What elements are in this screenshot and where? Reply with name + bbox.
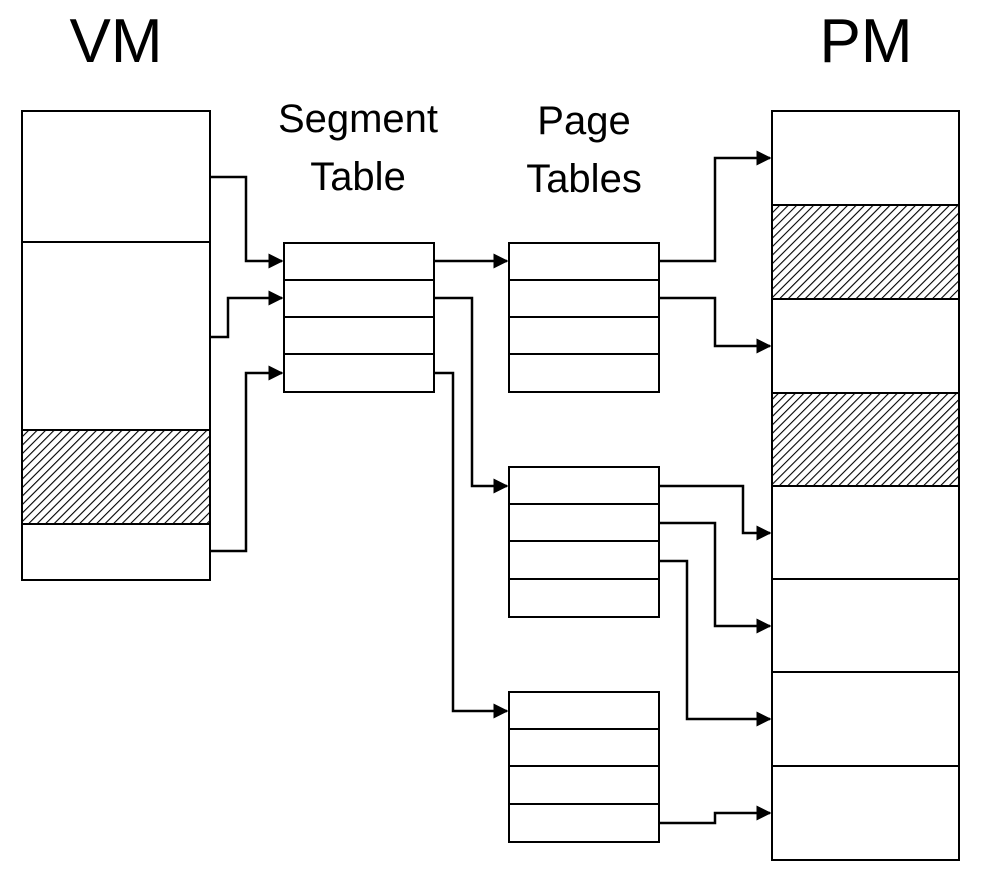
segment-table-title-line-2: Table bbox=[310, 155, 406, 199]
arrow-segment-entry-2-to-page-table-2 bbox=[434, 296, 509, 494]
arrow-segment-entry-4-to-page-table-3 bbox=[434, 371, 509, 719]
page-table-3-entry-1 bbox=[508, 691, 660, 730]
vm-seg-2 bbox=[21, 241, 211, 431]
pm-frame-4 bbox=[771, 392, 960, 487]
page-table-3-entry-2 bbox=[508, 728, 660, 767]
page-table-2 bbox=[508, 466, 660, 618]
arrow-vm-seg-2-to-segment-entry-2 bbox=[210, 290, 284, 339]
segment-table-title-line-1: Segment bbox=[278, 97, 438, 141]
arrow-pt2-entry-2-to-pm-frame-6 bbox=[659, 521, 772, 634]
page-table-1-entry-2 bbox=[508, 279, 660, 318]
page-table-2-entry-4 bbox=[508, 578, 660, 618]
page-tables-title-line-1: Page bbox=[537, 99, 630, 143]
arrow-pt1-entry-2-to-pm-frame-3 bbox=[659, 296, 772, 354]
page-table-3-entry-4 bbox=[508, 803, 660, 843]
vm-seg-1 bbox=[21, 110, 211, 243]
pm-frame-1 bbox=[771, 110, 960, 206]
page-table-2-entry-1 bbox=[508, 466, 660, 505]
vm-seg-4 bbox=[21, 523, 211, 581]
page-table-1 bbox=[508, 242, 660, 393]
arrow-pt1-entry-1-to-pm-frame-1 bbox=[659, 150, 772, 263]
arrow-vm-seg-1-to-segment-entry-1 bbox=[210, 175, 284, 269]
pm-frame-6 bbox=[771, 578, 960, 673]
pm-frame-8 bbox=[771, 765, 960, 861]
vm-title: VM bbox=[70, 7, 163, 76]
page-table-3-entry-3 bbox=[508, 765, 660, 805]
segment-entry-1 bbox=[283, 242, 435, 281]
arrow-vm-seg-4-to-segment-entry-4 bbox=[210, 365, 284, 553]
page-table-2-entry-3 bbox=[508, 540, 660, 580]
segment-entry-4 bbox=[283, 353, 435, 393]
arrow-pt2-entry-3-to-pm-frame-7 bbox=[659, 559, 772, 727]
segment-entry-2 bbox=[283, 279, 435, 318]
page-table-1-entry-4 bbox=[508, 353, 660, 393]
pm-frame-2 bbox=[771, 204, 960, 300]
pm-frame-5 bbox=[771, 485, 960, 580]
page-table-1-entry-1 bbox=[508, 242, 660, 281]
page-table-2-entry-2 bbox=[508, 503, 660, 542]
page-tables-title-line-2: Tables bbox=[526, 157, 642, 201]
pm-frame-7 bbox=[771, 671, 960, 767]
segment-table bbox=[283, 242, 435, 393]
arrow-pt2-entry-1-to-pm-frame-5 bbox=[659, 484, 772, 541]
segment-entry-3 bbox=[283, 316, 435, 355]
vm-seg-3 bbox=[21, 429, 211, 525]
pm-frame-3 bbox=[771, 298, 960, 394]
page-table-3 bbox=[508, 691, 660, 843]
page-table-1-entry-3 bbox=[508, 316, 660, 355]
pm-memory bbox=[771, 110, 960, 861]
vm-memory bbox=[21, 110, 211, 581]
arrow-pt3-entry-4-to-pm-frame-8 bbox=[659, 805, 772, 825]
pm-title: PM bbox=[820, 7, 913, 76]
